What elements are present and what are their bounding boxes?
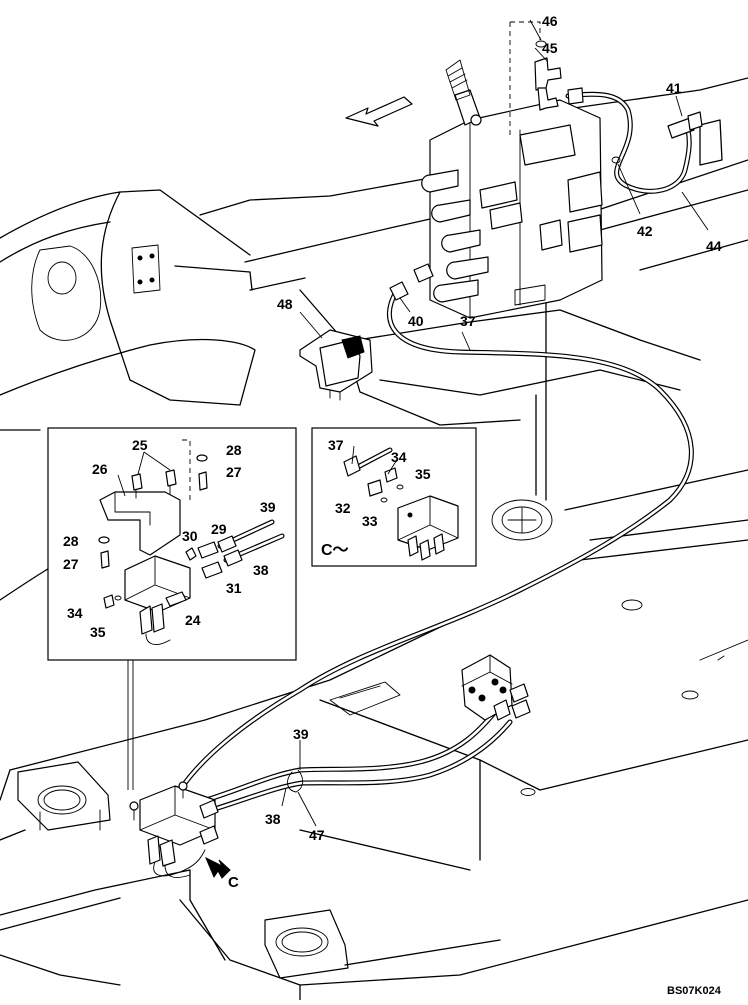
callout-25: 25 — [132, 437, 148, 453]
o-ring-42 — [611, 156, 621, 164]
lower-frame — [0, 469, 748, 1001]
callout-45: 45 — [542, 40, 558, 56]
callout-31: 31 — [226, 580, 242, 596]
callout-38-main: 38 — [265, 811, 281, 827]
callout-40: 40 — [408, 313, 424, 329]
reference-line — [510, 21, 541, 40]
detail-c-title: C～ — [321, 542, 349, 559]
solenoid-48 — [299, 329, 373, 401]
callout-35-detail-c: 35 — [415, 466, 431, 482]
detail-inset-content — [98, 439, 285, 645]
distribution-block — [461, 654, 531, 721]
control-valve — [421, 59, 603, 319]
detail-c-inset-content — [343, 447, 459, 561]
callout-48: 48 — [277, 296, 293, 312]
callout-24: 24 — [185, 612, 201, 628]
solenoid-valve-assembly — [129, 781, 219, 878]
detail-c-inset-box — [311, 427, 477, 567]
upper-frame — [0, 77, 748, 601]
callout-37-detail-c: 37 — [328, 437, 344, 453]
fitting-41 — [667, 117, 695, 139]
detail-inset-box — [47, 427, 297, 661]
view-c-label: C — [228, 874, 239, 891]
callout-29: 29 — [211, 521, 227, 537]
hose-end-fitting — [567, 87, 584, 105]
fitting-45-46 — [534, 40, 562, 111]
leader-lines — [117, 19, 709, 827]
drawing-code: BS07K024 — [667, 985, 722, 997]
callout-37: 37 — [460, 313, 476, 329]
callout-39-main: 39 — [293, 726, 309, 742]
callout-38-detail: 38 — [253, 562, 269, 578]
callout-28-upper: 28 — [226, 442, 242, 458]
callout-42: 42 — [637, 223, 653, 239]
callout-labels: 46 45 41 42 44 48 40 37 25 28 27 26 28 2… — [63, 13, 722, 997]
front-direction-arrow-icon — [345, 96, 413, 127]
callout-32: 32 — [335, 500, 351, 516]
callout-26: 26 — [92, 461, 108, 477]
callout-34-detail-c: 34 — [391, 449, 407, 465]
callout-35-detail: 35 — [90, 624, 106, 640]
callout-44: 44 — [706, 238, 722, 254]
callout-41: 41 — [666, 80, 682, 96]
view-c-arrow-icon — [205, 856, 231, 879]
callout-30: 30 — [182, 528, 198, 544]
callout-28-lower: 28 — [63, 533, 79, 549]
callout-46: 46 — [542, 13, 558, 29]
callout-47: 47 — [309, 827, 325, 843]
fitting-40 — [389, 281, 409, 301]
callout-27-lower: 27 — [63, 556, 79, 572]
clamp-47 — [287, 771, 297, 793]
callout-27-upper: 27 — [226, 464, 242, 480]
callout-34-detail: 34 — [67, 605, 83, 621]
callout-39-detail: 39 — [260, 499, 276, 515]
callout-33: 33 — [362, 513, 378, 529]
